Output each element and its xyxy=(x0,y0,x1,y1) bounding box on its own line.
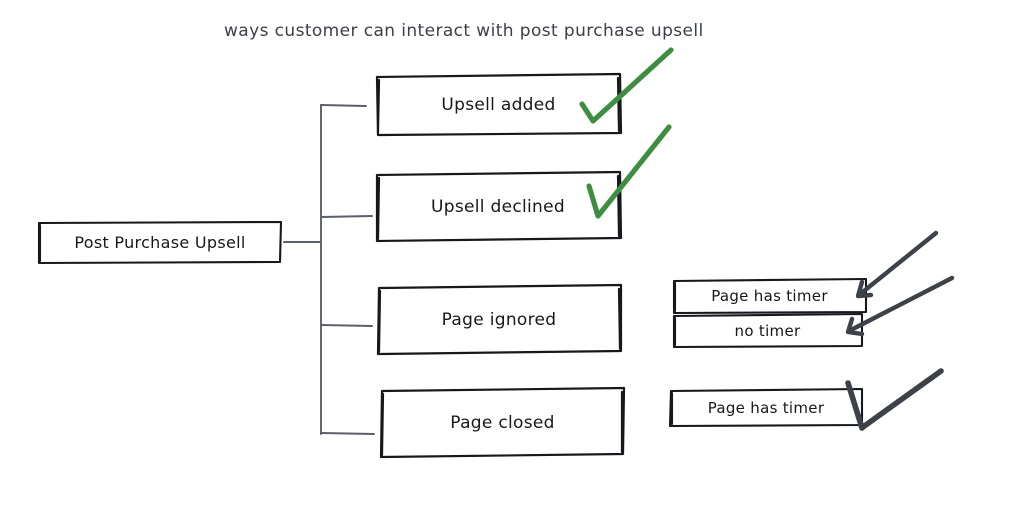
node-page-has-timer-1[interactable]: Page has timer xyxy=(673,279,866,313)
node-no-timer[interactable]: no timer xyxy=(673,314,862,348)
node-label: Page has timer xyxy=(707,399,825,417)
node-label: Page closed xyxy=(450,412,555,433)
diagram-title: ways customer can interact with post pur… xyxy=(224,21,704,41)
dark-arrow-page-has-timer-1 xyxy=(855,230,939,299)
node-page-closed[interactable]: Page closed xyxy=(381,388,624,457)
node-page-has-timer-2[interactable]: Page has timer xyxy=(670,389,862,427)
node-upsell-added[interactable]: Upsell added xyxy=(376,74,621,135)
node-label: Page has timer xyxy=(711,287,828,305)
node-label: no timer xyxy=(734,322,801,340)
node-label: Upsell added xyxy=(441,94,556,115)
node-label: Upsell declined xyxy=(431,196,565,217)
node-upsell-declined[interactable]: Upsell declined xyxy=(375,172,621,241)
tree-connector xyxy=(283,104,375,435)
node-post-purchase-upsell[interactable]: Post Purchase Upsell xyxy=(38,222,282,263)
node-page-ignored[interactable]: Page ignored xyxy=(377,285,621,354)
node-label: Page ignored xyxy=(441,309,557,330)
node-label: Post Purchase Upsell xyxy=(74,233,246,252)
